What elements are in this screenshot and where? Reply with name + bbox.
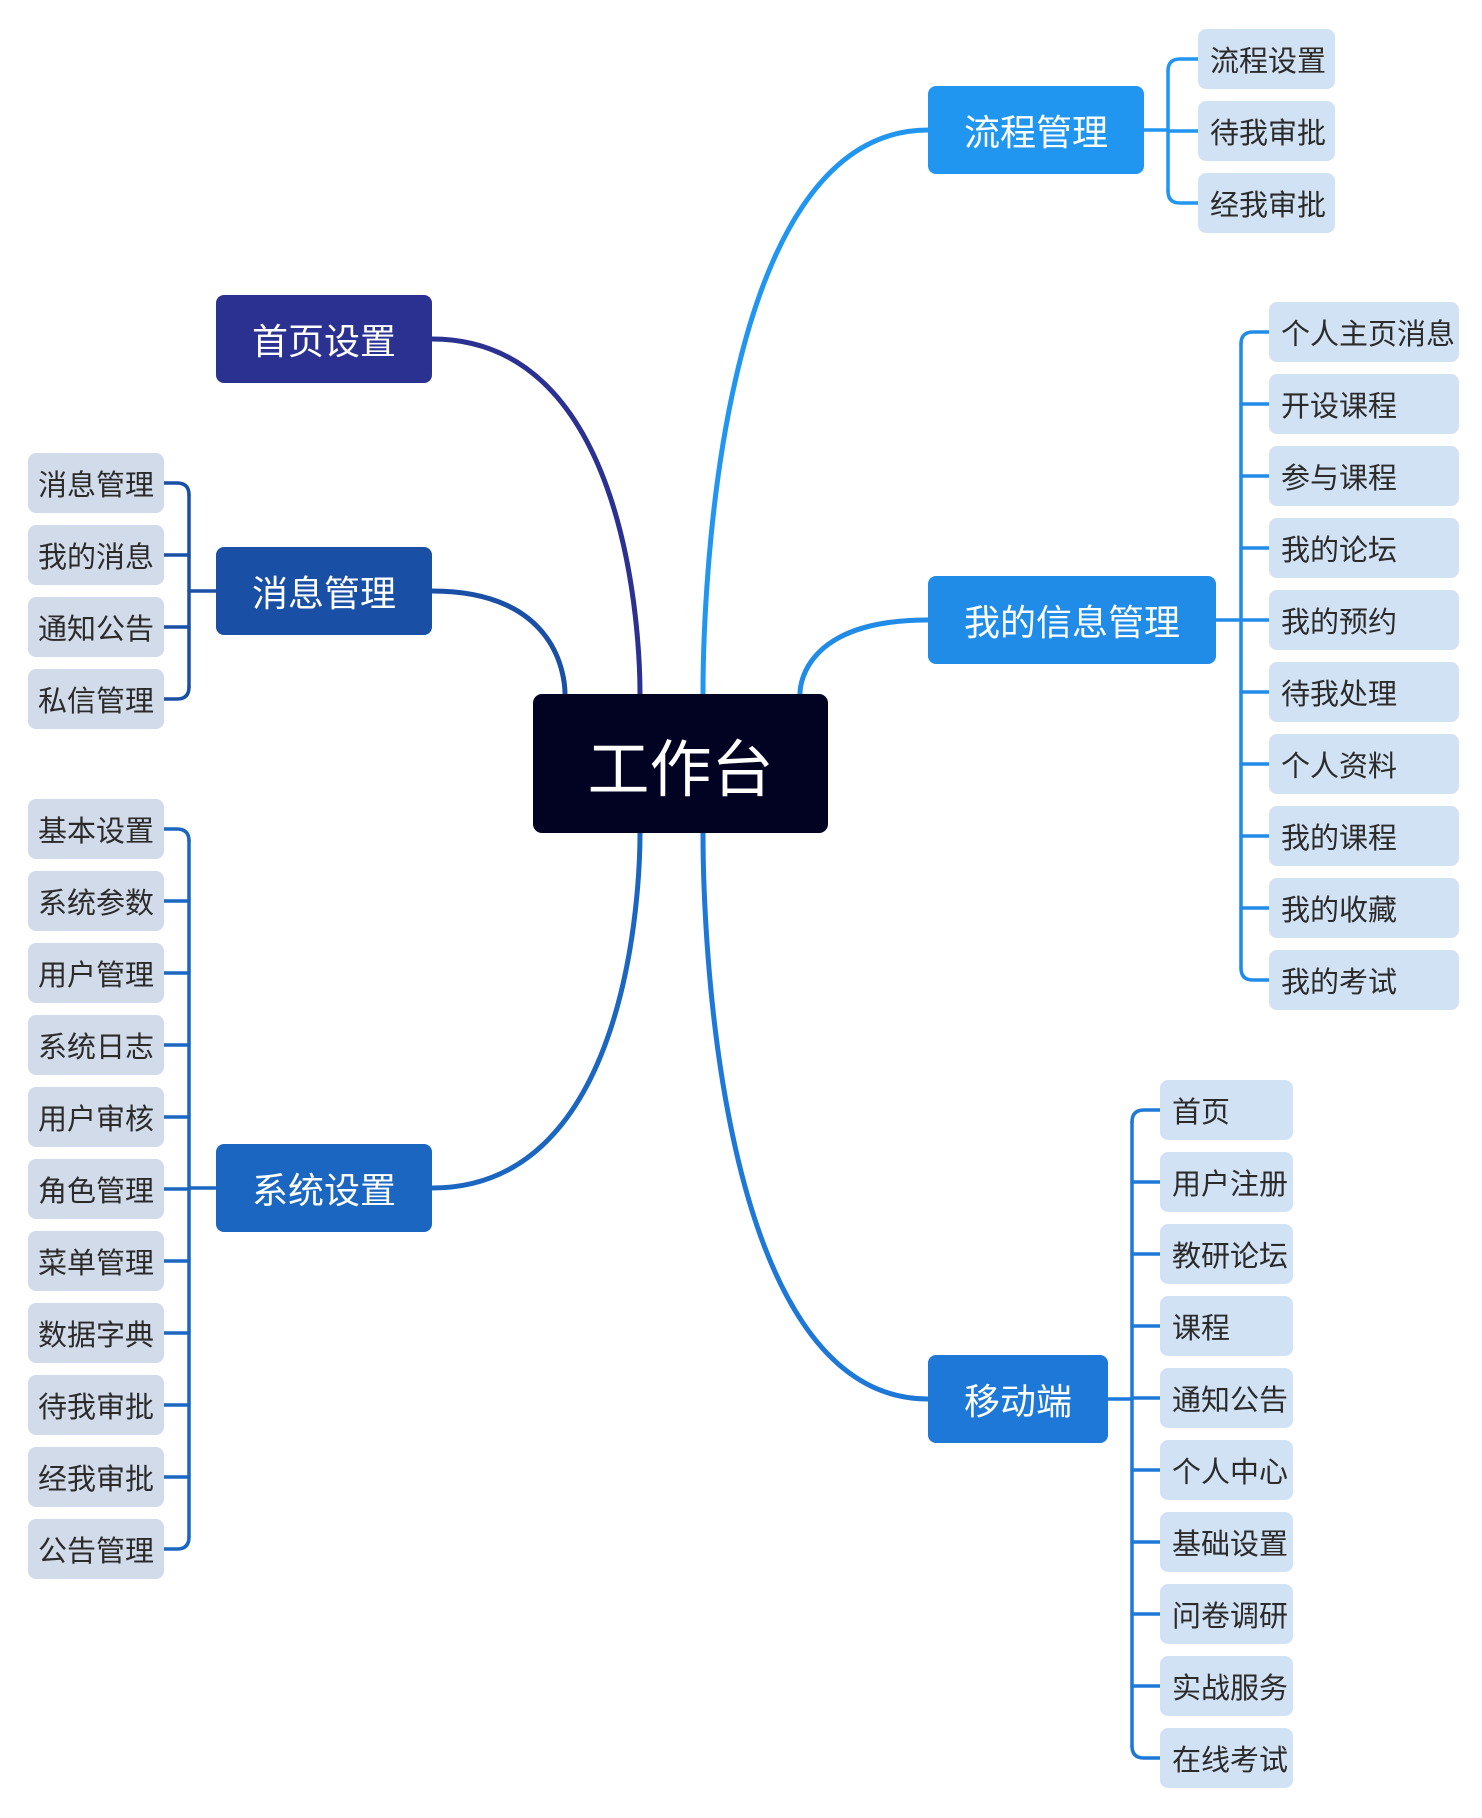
leaf-mobile-5[interactable]: 个人中心 (1160, 1440, 1293, 1500)
leaf-messages-3[interactable]: 私信管理 (28, 669, 164, 729)
leaf-my-info-7[interactable]: 我的课程 (1269, 806, 1459, 866)
leaf-mobile-1[interactable]: 用户注册 (1160, 1152, 1293, 1212)
leaf-system-3[interactable]: 系统日志 (28, 1015, 164, 1075)
leaf-messages-2[interactable]: 通知公告 (28, 597, 164, 657)
leaf-system-8[interactable]: 待我审批 (28, 1375, 164, 1435)
leaf-mobile-4[interactable]: 通知公告 (1160, 1368, 1293, 1428)
leaf-my-info-3[interactable]: 我的论坛 (1269, 518, 1459, 578)
leaf-my-info-8[interactable]: 我的收藏 (1269, 878, 1459, 938)
leaf-mobile-9[interactable]: 在线考试 (1160, 1728, 1293, 1788)
connector-root-workflow (700, 127, 931, 697)
leaf-my-info-4[interactable]: 我的预约 (1269, 590, 1459, 650)
leaf-my-info-1[interactable]: 开设课程 (1269, 374, 1459, 434)
branch-system[interactable]: 系统设置 (216, 1144, 432, 1232)
branch-homepage[interactable]: 首页设置 (216, 295, 432, 383)
connector-leaf-workflow-0 (1166, 57, 1200, 73)
leaf-system-9[interactable]: 经我审批 (28, 1447, 164, 1507)
connector-leaf-messages-0 (162, 481, 191, 497)
leaf-system-4[interactable]: 用户审核 (28, 1087, 164, 1147)
connector-leaf-system-0 (162, 827, 191, 843)
leaf-system-2[interactable]: 用户管理 (28, 943, 164, 1003)
leaf-mobile-2[interactable]: 教研论坛 (1160, 1224, 1293, 1284)
leaf-messages-1[interactable]: 我的消息 (28, 525, 164, 585)
connector-root-system (429, 830, 643, 1191)
leaf-messages-0[interactable]: 消息管理 (28, 453, 164, 513)
branch-mobile[interactable]: 移动端 (928, 1355, 1108, 1443)
leaf-system-0[interactable]: 基本设置 (28, 799, 164, 859)
leaf-workflow-1[interactable]: 待我审批 (1198, 101, 1335, 161)
leaf-mobile-0[interactable]: 首页 (1160, 1080, 1293, 1140)
branch-workflow[interactable]: 流程管理 (928, 86, 1144, 174)
connector-root-mobile (700, 830, 931, 1402)
connector-root-homepage (429, 336, 643, 697)
connector-leaf-system-10 (162, 1535, 191, 1551)
connector-leaf-workflow-2 (1166, 189, 1200, 205)
leaf-my-info-0[interactable]: 个人主页消息 (1269, 302, 1459, 362)
leaf-mobile-3[interactable]: 课程 (1160, 1296, 1293, 1356)
leaf-system-1[interactable]: 系统参数 (28, 871, 164, 931)
branch-messages[interactable]: 消息管理 (216, 547, 432, 635)
leaf-mobile-7[interactable]: 问卷调研 (1160, 1584, 1293, 1644)
connector-root-my-info (797, 617, 931, 697)
connector-leaf-mobile-0 (1130, 1108, 1162, 1124)
connector-root-messages (429, 588, 568, 697)
leaf-system-6[interactable]: 菜单管理 (28, 1231, 164, 1291)
root-node[interactable]: 工作台 (533, 694, 828, 833)
leaf-workflow-0[interactable]: 流程设置 (1198, 29, 1335, 89)
leaf-my-info-9[interactable]: 我的考试 (1269, 950, 1459, 1010)
leaf-my-info-2[interactable]: 参与课程 (1269, 446, 1459, 506)
leaf-system-5[interactable]: 角色管理 (28, 1159, 164, 1219)
branch-my-info[interactable]: 我的信息管理 (928, 576, 1216, 664)
connector-leaf-mobile-9 (1130, 1744, 1162, 1760)
connector-leaf-my-info-0 (1239, 330, 1271, 346)
leaf-system-7[interactable]: 数据字典 (28, 1303, 164, 1363)
leaf-my-info-6[interactable]: 个人资料 (1269, 734, 1459, 794)
leaf-my-info-5[interactable]: 待我处理 (1269, 662, 1459, 722)
leaf-workflow-2[interactable]: 经我审批 (1198, 173, 1335, 233)
leaf-mobile-8[interactable]: 实战服务 (1160, 1656, 1293, 1716)
connector-leaf-my-info-9 (1239, 966, 1271, 982)
leaf-system-10[interactable]: 公告管理 (28, 1519, 164, 1579)
leaf-mobile-6[interactable]: 基础设置 (1160, 1512, 1293, 1572)
connector-leaf-messages-3 (162, 685, 191, 701)
